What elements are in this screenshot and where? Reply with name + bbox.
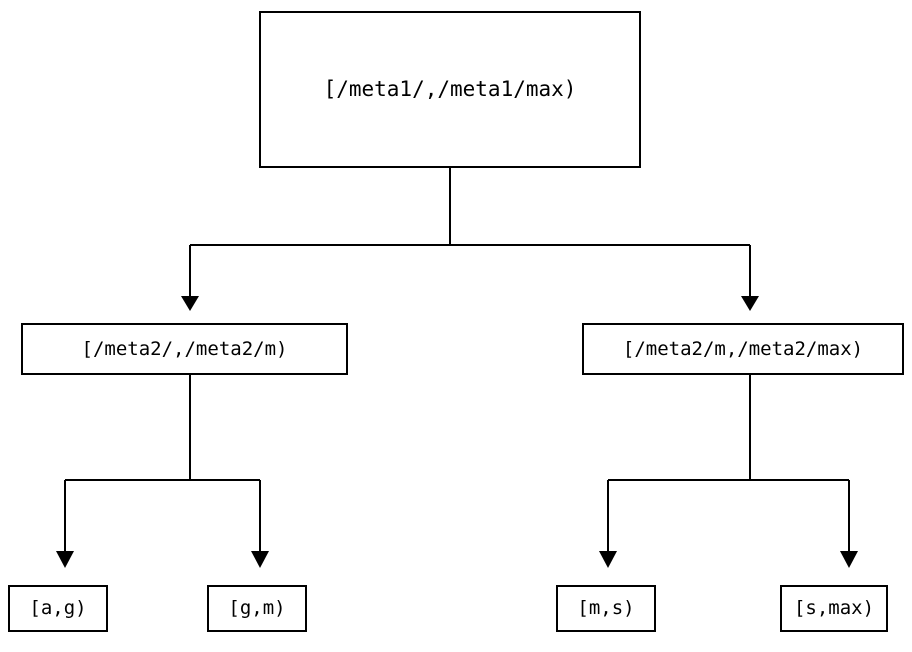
tree-node-mid-right[interactable]: [/meta2/m,/meta2/max) (582, 323, 904, 375)
tree-node-leaf-3-label: [m,s) (577, 597, 635, 619)
tree-node-mid-left-label: [/meta2/,/meta2/m) (81, 337, 288, 360)
tree-node-leaf-3[interactable]: [m,s) (556, 585, 656, 632)
arrowhead-to-leaf-1 (56, 551, 74, 568)
arrowhead-to-mid-left (181, 296, 199, 311)
tree-node-leaf-4-label: [s,max) (793, 597, 875, 619)
tree-node-leaf-2[interactable]: [g,m) (207, 585, 307, 632)
arrowhead-to-leaf-2 (251, 551, 269, 568)
tree-node-mid-right-label: [/meta2/m,/meta2/max) (622, 337, 864, 360)
tree-node-leaf-1-label: [a,g) (29, 597, 87, 619)
tree-node-leaf-2-label: [g,m) (228, 597, 286, 619)
tree-node-leaf-1[interactable]: [a,g) (8, 585, 108, 632)
tree-node-leaf-4[interactable]: [s,max) (780, 585, 888, 632)
tree-node-root-label: [/meta1/,/meta1/max) (323, 77, 577, 101)
tree-node-mid-left[interactable]: [/meta2/,/meta2/m) (21, 323, 348, 375)
tree-node-root[interactable]: [/meta1/,/meta1/max) (259, 11, 641, 168)
arrowhead-to-leaf-3 (599, 551, 617, 568)
arrowhead-to-mid-right (741, 296, 759, 311)
arrowhead-to-leaf-4 (840, 551, 858, 568)
